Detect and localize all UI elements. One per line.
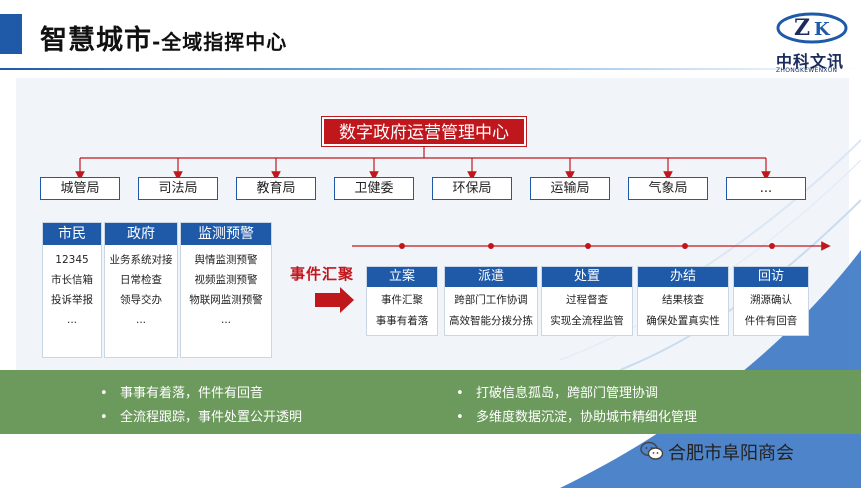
stage-node: 派遣 跨部门工作协调 高效智能分拨分拣 bbox=[444, 266, 538, 336]
stage-item: 实现全流程监管 bbox=[550, 315, 624, 327]
summary-bullet: •事事有着落，件件有回音 bbox=[100, 386, 264, 401]
source-item: 业务系统对接 bbox=[109, 254, 173, 266]
dept-node: ... bbox=[726, 177, 806, 200]
wechat-icon bbox=[640, 441, 664, 460]
bullet-text: 全流程跟踪，事件处置公开透明 bbox=[120, 410, 303, 425]
source-column-monitoring: 监测预警 舆情监测预警 视频监测预警 物联网监测预警 ... bbox=[180, 222, 272, 358]
title-underline bbox=[0, 68, 861, 70]
summary-bullet: •多维度数据沉淀，协助城市精细化管理 bbox=[456, 410, 698, 425]
source-item: 舆情监测预警 bbox=[194, 254, 258, 266]
title-main: 智慧城市 bbox=[40, 25, 152, 56]
summary-band bbox=[0, 370, 861, 434]
summary-bullet: •全流程跟踪，事件处置公开透明 bbox=[100, 410, 303, 425]
source-item: 投诉举报 bbox=[51, 294, 93, 306]
source-item: 日常检查 bbox=[120, 274, 162, 286]
source-item: ... bbox=[66, 314, 77, 326]
source-column-government: 政府 业务系统对接 日常检查 领导交办 ... bbox=[104, 222, 178, 358]
stage-node: 立案 事件汇聚 事事有着落 bbox=[366, 266, 438, 336]
stage-item: 跨部门工作协调 bbox=[454, 294, 528, 306]
bullet-text: 事事有着落，件件有回音 bbox=[120, 386, 264, 401]
stage-node: 回访 溯源确认 件件有回音 bbox=[733, 266, 809, 336]
stage-head: 办结 bbox=[638, 267, 728, 287]
stage-head: 回访 bbox=[734, 267, 808, 287]
stage-item: 结果核查 bbox=[662, 294, 704, 306]
title-sub: -全域指挥中心 bbox=[152, 30, 288, 54]
stage-item: 确保处置真实性 bbox=[646, 315, 720, 327]
stage-item: 溯源确认 bbox=[750, 294, 792, 306]
source-item: 领导交办 bbox=[120, 294, 162, 306]
stage-item: 过程督查 bbox=[566, 294, 608, 306]
bullet-text: 多维度数据沉淀，协助城市精细化管理 bbox=[476, 410, 698, 425]
logo-brand-text: 中科文讯 bbox=[776, 52, 845, 71]
dept-node: 气象局 bbox=[628, 177, 708, 200]
stage-head: 处置 bbox=[542, 267, 632, 287]
stage-head: 派遣 bbox=[445, 267, 537, 287]
stage-node: 处置 过程督查 实现全流程监管 bbox=[541, 266, 633, 336]
company-logo: Z K 中科文讯 ZHONGKEWENXUN bbox=[772, 4, 852, 74]
source-item: 市长信箱 bbox=[51, 274, 93, 286]
summary-bullet: •打破信息孤岛，跨部门管理协调 bbox=[456, 386, 659, 401]
source-item: ... bbox=[135, 314, 146, 326]
dept-node: 卫健委 bbox=[334, 177, 414, 200]
page-title: 智慧城市-全域指挥中心 bbox=[40, 18, 287, 57]
stage-item: 事事有着落 bbox=[375, 315, 429, 327]
logo-emblem-icon: Z K bbox=[776, 12, 848, 44]
stage-item: 事件汇聚 bbox=[381, 294, 423, 306]
center-node: 数字政府运营管理中心 bbox=[322, 117, 526, 146]
source-item: 物联网监测预警 bbox=[189, 294, 263, 306]
source-head: 监测预警 bbox=[181, 223, 271, 245]
dept-node: 环保局 bbox=[432, 177, 512, 200]
source-head: 市民 bbox=[43, 223, 101, 245]
collect-label: 事件汇聚 bbox=[290, 265, 355, 283]
source-column-citizen: 市民 12345 市长信箱 投诉举报 ... bbox=[42, 222, 102, 358]
title-accent-bar bbox=[0, 14, 22, 54]
dept-node: 运输局 bbox=[530, 177, 610, 200]
stage-node: 办结 结果核查 确保处置真实性 bbox=[637, 266, 729, 336]
dept-node: 城管局 bbox=[40, 177, 120, 200]
logo-pinyin-text: ZHONGKEWENXUN bbox=[776, 67, 838, 74]
source-item: 12345 bbox=[55, 254, 89, 266]
svg-text:K: K bbox=[814, 19, 831, 40]
stage-item: 件件有回音 bbox=[744, 315, 798, 327]
source-item: 视频监测预警 bbox=[194, 274, 258, 286]
source-item: ... bbox=[220, 314, 231, 326]
svg-text:Z: Z bbox=[794, 15, 810, 41]
dept-node: 司法局 bbox=[138, 177, 218, 200]
source-head: 政府 bbox=[105, 223, 177, 245]
dept-node: 教育局 bbox=[236, 177, 316, 200]
stage-item: 高效智能分拨分拣 bbox=[449, 315, 533, 327]
footer-brand: 合肥市阜阳商会 bbox=[668, 443, 794, 464]
stage-head: 立案 bbox=[367, 267, 437, 287]
bullet-text: 打破信息孤岛，跨部门管理协调 bbox=[476, 386, 659, 401]
